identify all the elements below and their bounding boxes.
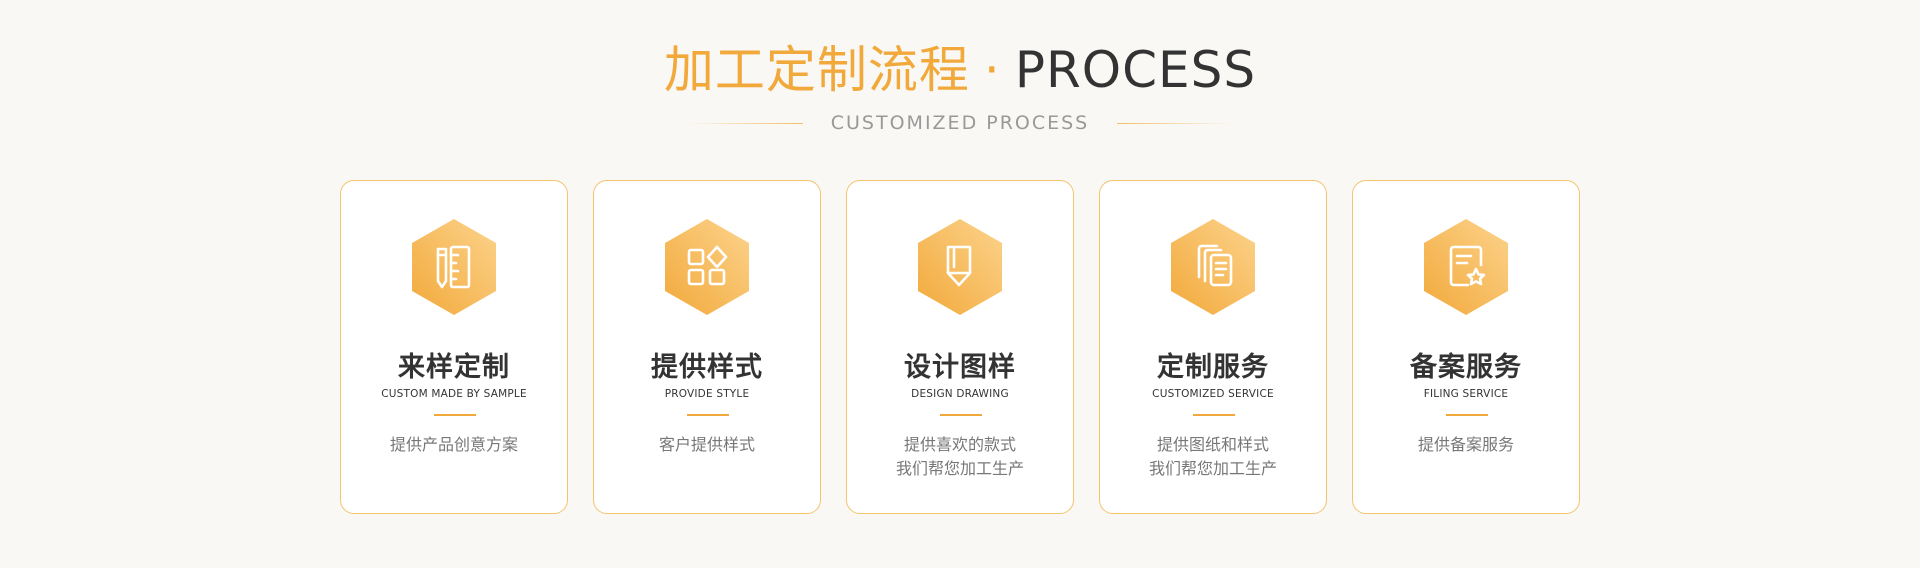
card-description-line: 提供备案服务 <box>1417 435 1514 454</box>
card-description: 提供产品创意方案 <box>341 433 567 457</box>
card-description-line: 客户提供样式 <box>658 435 755 454</box>
card-title: 来样定制 <box>398 352 510 383</box>
process-cards: 来样定制 CUSTOM MADE BY SAMPLE 提供产品创意方案 提供样式… <box>340 180 1580 516</box>
card-title: 定制服务 <box>1157 352 1269 383</box>
card-subtitle: CUSTOMIZED SERVICE <box>1152 388 1274 400</box>
card-description-line: 我们帮您加工生产 <box>895 459 1024 478</box>
card-title: 提供样式 <box>651 352 763 383</box>
title-chinese: 加工定制流程 <box>663 41 970 99</box>
card-subtitle: CUSTOM MADE BY SAMPLE <box>381 388 527 400</box>
card-title: 备案服务 <box>1410 352 1522 383</box>
card-divider <box>687 414 729 416</box>
subtitle-divider-left <box>684 122 803 124</box>
marker-pen-icon <box>918 219 1002 315</box>
card-divider <box>1193 414 1235 416</box>
card-divider <box>1446 414 1488 416</box>
process-card-design-drawing[interactable]: 设计图样 DESIGN DRAWING 提供喜欢的款式 我们帮您加工生产 <box>846 180 1074 514</box>
certificate-star-icon <box>1424 219 1508 315</box>
card-description: 客户提供样式 <box>594 433 820 457</box>
card-divider <box>434 414 476 416</box>
ruler-pencil-icon <box>412 219 496 315</box>
process-card-sample-custom[interactable]: 来样定制 CUSTOM MADE BY SAMPLE 提供产品创意方案 <box>340 180 568 514</box>
subtitle-divider-right <box>1117 122 1236 124</box>
shapes-grid-icon <box>665 219 749 315</box>
hex-badge <box>1424 219 1508 315</box>
hex-badge <box>665 219 749 315</box>
card-subtitle: FILING SERVICE <box>1423 388 1509 400</box>
card-divider <box>940 414 982 416</box>
process-card-filing-service[interactable]: 备案服务 FILING SERVICE 提供备案服务 <box>1352 180 1580 514</box>
card-description: 提供备案服务 <box>1353 433 1579 457</box>
section-subtitle: CUSTOMIZED PROCESS <box>830 112 1090 134</box>
hex-badge <box>918 219 1002 315</box>
card-description-line: 提供图纸和样式 <box>1156 435 1269 454</box>
card-description-line: 我们帮您加工生产 <box>1148 459 1277 478</box>
process-card-customized-service[interactable]: 定制服务 CUSTOMIZED SERVICE 提供图纸和样式 我们帮您加工生产 <box>1099 180 1327 514</box>
card-description-line: 提供产品创意方案 <box>389 435 518 454</box>
section-title: 加工定制流程·PROCESS <box>0 38 1920 102</box>
card-subtitle: DESIGN DRAWING <box>911 388 1009 400</box>
hex-badge <box>412 219 496 315</box>
card-description-line: 提供喜欢的款式 <box>903 435 1016 454</box>
subtitle-row: CUSTOMIZED PROCESS <box>0 108 1920 138</box>
card-description: 提供喜欢的款式 我们帮您加工生产 <box>847 433 1073 481</box>
documents-icon <box>1171 219 1255 315</box>
card-description: 提供图纸和样式 我们帮您加工生产 <box>1100 433 1326 481</box>
card-title: 设计图样 <box>904 352 1016 383</box>
process-card-provide-style[interactable]: 提供样式 PROVIDE STYLE 客户提供样式 <box>593 180 821 514</box>
section-header: 加工定制流程·PROCESS CUSTOMIZED PROCESS <box>0 0 1920 150</box>
title-english: PROCESS <box>1014 41 1257 99</box>
hex-badge <box>1171 219 1255 315</box>
card-subtitle: PROVIDE STYLE <box>664 388 750 400</box>
title-separator: · <box>983 41 1001 99</box>
